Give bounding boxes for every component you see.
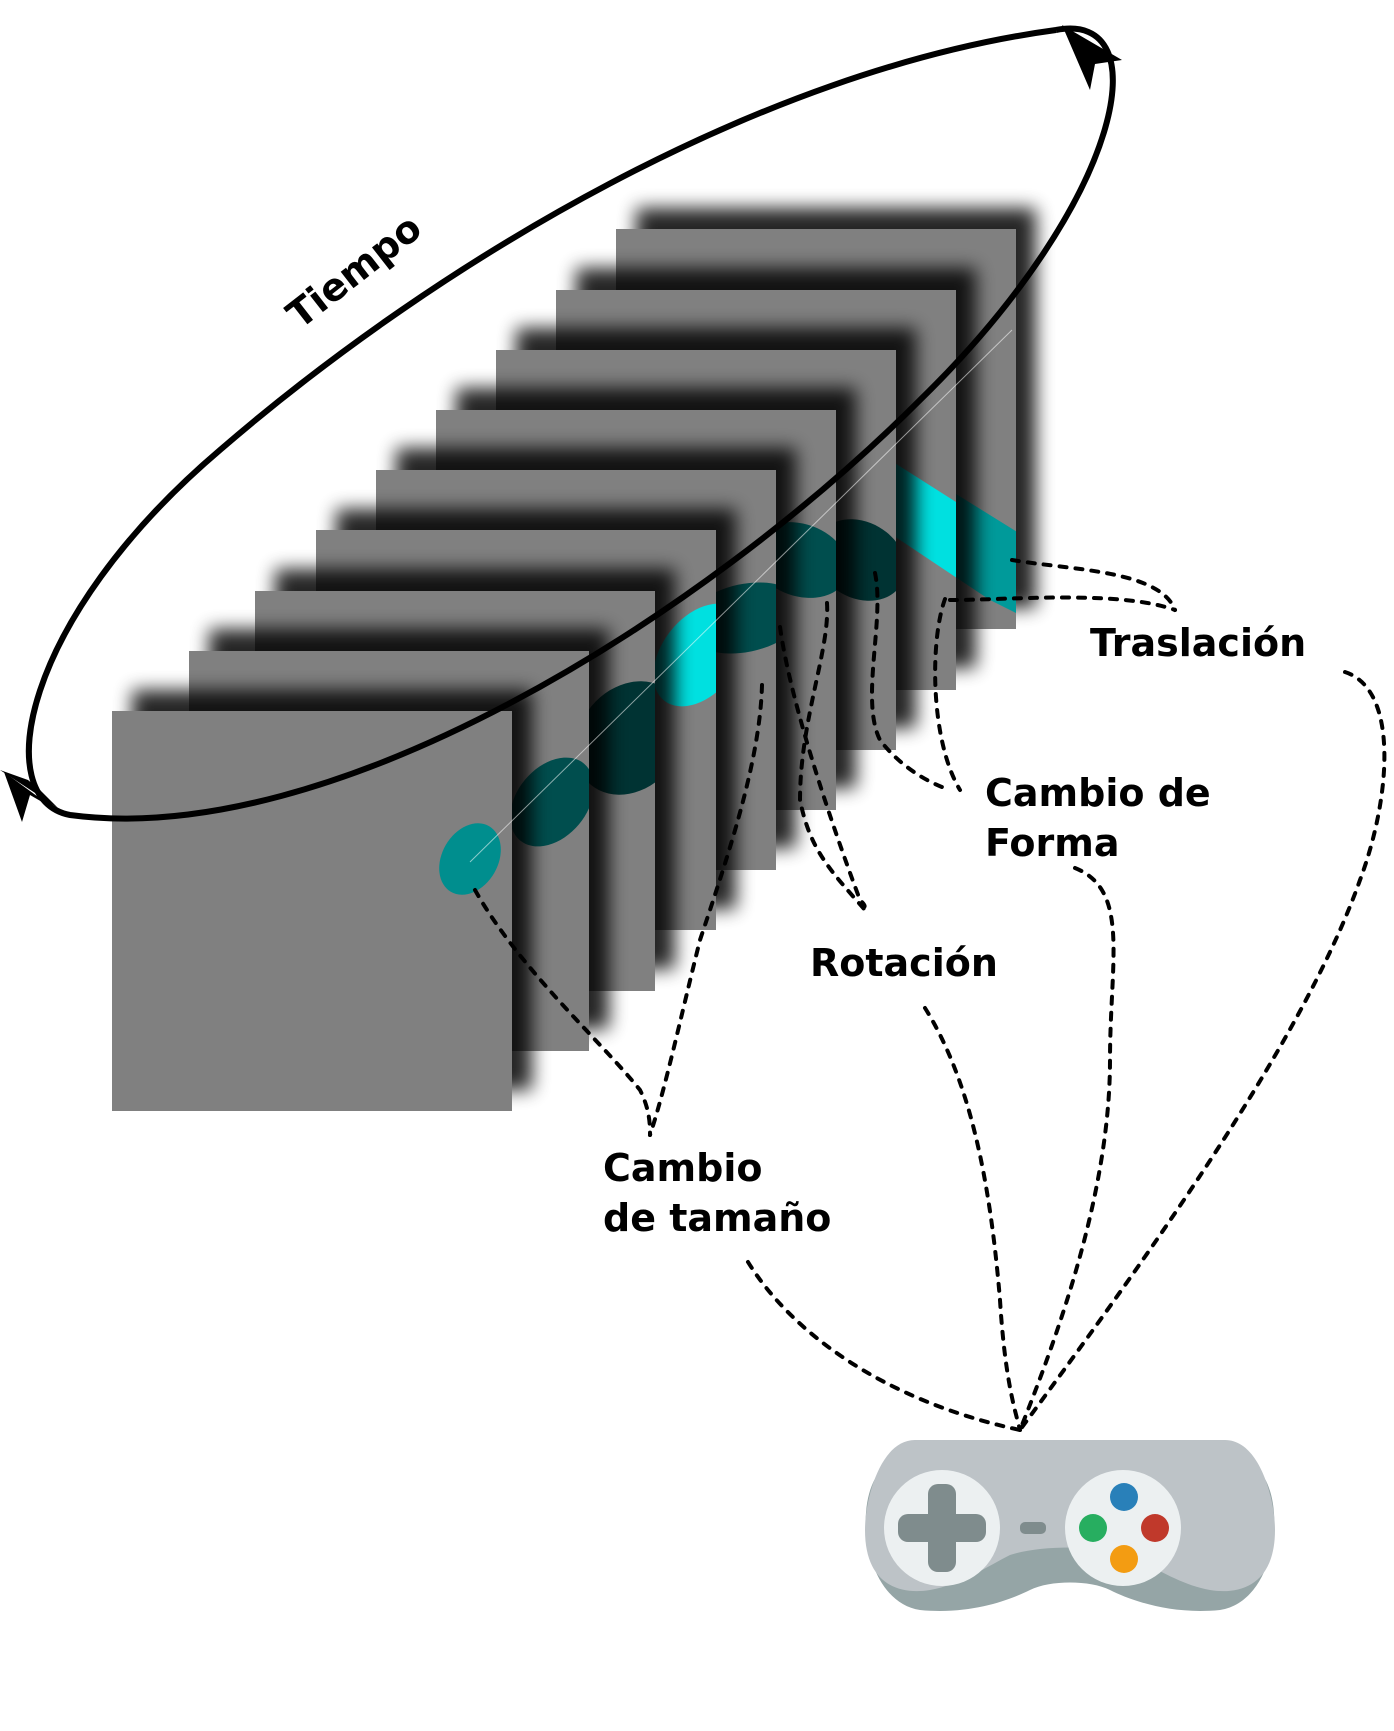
label-cambio-forma-line2: Forma [985, 821, 1120, 865]
time-label: Tiempo [278, 205, 429, 337]
dpad-icon [898, 1484, 986, 1572]
teal-ellipse-shape [439, 823, 501, 895]
select-button-icon [1020, 1522, 1046, 1534]
time-loop-arrow [0, 25, 1122, 822]
button-top-icon [1110, 1483, 1138, 1511]
frame-1 [112, 690, 532, 1111]
label-cambio-forma-line1: Cambio de [985, 771, 1211, 815]
label-cambio-tamano-line1: Cambio [603, 1146, 762, 1190]
label-rotacion: Rotación [810, 941, 998, 985]
button-bottom-icon [1110, 1545, 1138, 1573]
arrowhead-top-icon [1062, 25, 1122, 90]
label-traslacion: Traslación [1090, 621, 1306, 665]
cyan-ellipse-shape [653, 603, 716, 707]
frame-stack [112, 208, 1036, 1111]
gamepad-icon [865, 1440, 1275, 1611]
right-grip-inner [1065, 1470, 1181, 1586]
button-right-icon [1141, 1514, 1169, 1542]
connector-lines [473, 558, 1387, 1432]
label-cambio-tamano-line2: de tamaño [603, 1196, 831, 1240]
transformation-labels: Traslación Cambio de Forma Rotación Camb… [603, 621, 1306, 1240]
trajectory-line [469, 329, 1013, 863]
arrowhead-bottom-icon [0, 770, 58, 808]
button-left-icon [1079, 1514, 1107, 1542]
